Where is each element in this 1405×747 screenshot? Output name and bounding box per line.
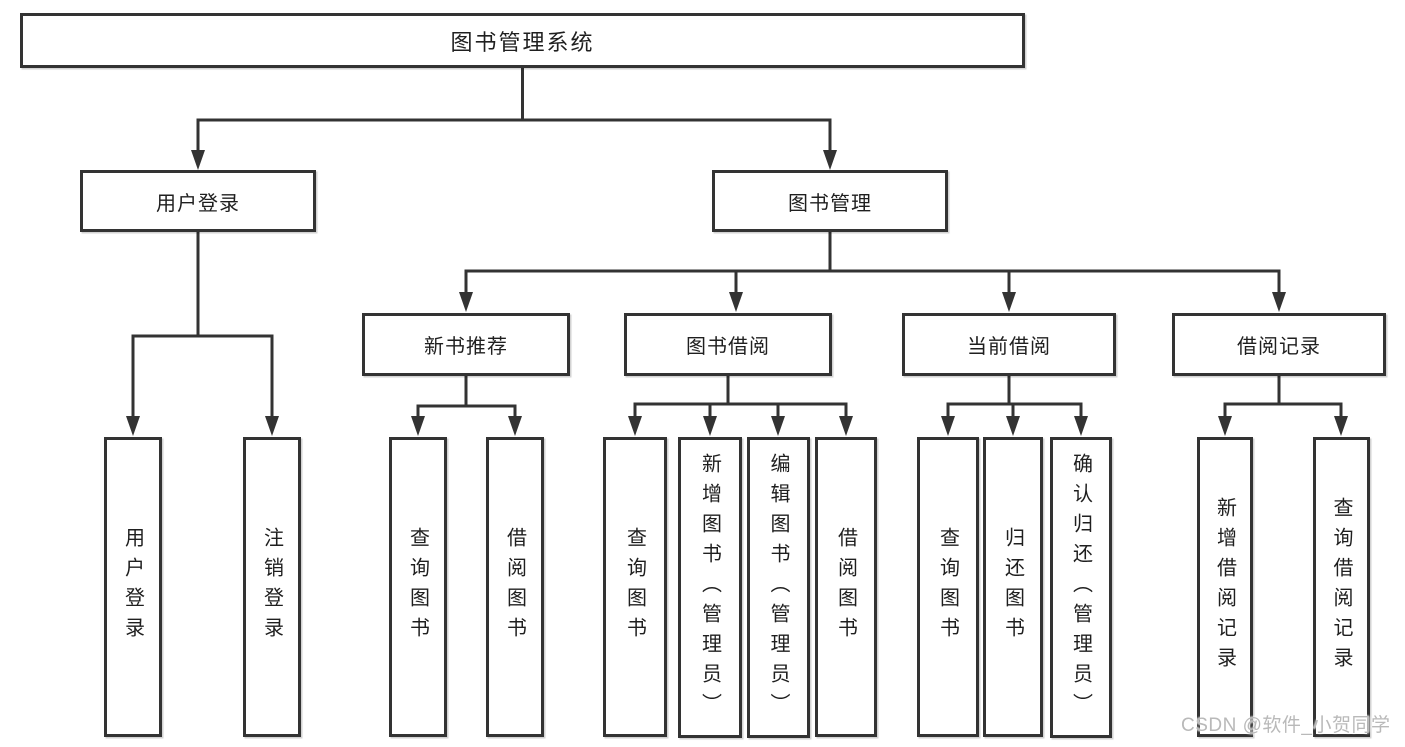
arrowhead: [941, 416, 955, 436]
leaf-query-books-current: 查询图书: [917, 437, 979, 737]
arrowhead: [839, 416, 853, 436]
arrowhead: [729, 292, 743, 312]
leaf-confirm-return-admin: 确认归还（管理员）: [1050, 437, 1112, 738]
arrowhead: [771, 416, 785, 436]
arrowhead: [703, 416, 717, 436]
arrowhead: [1218, 416, 1232, 436]
arrowhead: [191, 150, 205, 170]
arrowhead: [1272, 292, 1286, 312]
arrowhead: [1074, 416, 1088, 436]
arrowhead: [411, 416, 425, 436]
arrowhead: [1002, 292, 1016, 312]
csdn-watermark: CSDN @软件_小贺同学: [1181, 715, 1391, 736]
node-book-borrow: 图书借阅: [624, 313, 832, 376]
arrowhead: [1334, 416, 1348, 436]
node-book-management: 图书管理: [712, 170, 948, 232]
leaf-add-borrow-record: 新增借阅记录: [1197, 437, 1253, 737]
node-new-book-recommend: 新书推荐: [362, 313, 570, 376]
arrowhead: [628, 416, 642, 436]
leaf-logout: 注销登录: [243, 437, 301, 737]
leaf-query-books-recommend: 查询图书: [389, 437, 447, 737]
leaf-borrow-books-recommend: 借阅图书: [486, 437, 544, 737]
leaf-borrow-books: 借阅图书: [815, 437, 877, 737]
leaf-user-login: 用户登录: [104, 437, 162, 737]
arrowhead: [1006, 416, 1020, 436]
leaf-edit-book-admin: 编辑图书（管理员）: [747, 437, 810, 738]
node-user-login: 用户登录: [80, 170, 316, 232]
arrowhead: [126, 416, 140, 436]
arrowhead: [459, 292, 473, 312]
leaf-query-books-borrow: 查询图书: [603, 437, 667, 737]
arrowhead: [265, 416, 279, 436]
node-root-library-system: 图书管理系统: [20, 13, 1025, 68]
leaf-add-book-admin: 新增图书（管理员）: [678, 437, 742, 738]
node-current-borrow: 当前借阅: [902, 313, 1116, 376]
leaf-query-borrow-record: 查询借阅记录: [1313, 437, 1370, 737]
leaf-return-book: 归还图书: [983, 437, 1043, 737]
node-borrow-records: 借阅记录: [1172, 313, 1386, 376]
arrowhead: [823, 150, 837, 170]
arrowhead: [508, 416, 522, 436]
